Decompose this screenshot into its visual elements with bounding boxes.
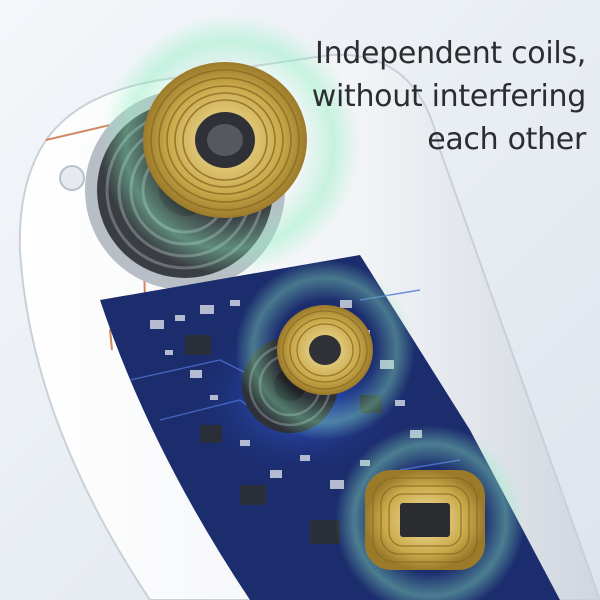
headline-line-3: each other (427, 122, 586, 157)
middle-coil-assembly (235, 260, 415, 440)
headline-line-2: without interfering (311, 79, 587, 114)
headline-line-1: Independent coils, (315, 36, 586, 71)
upper-coil-assembly (85, 15, 360, 290)
headline: Independent coils, without interfering e… (256, 32, 587, 161)
lower-coil-assembly (335, 425, 525, 600)
shell-screw-icon (59, 165, 85, 191)
lower-coil-chip (400, 503, 450, 537)
